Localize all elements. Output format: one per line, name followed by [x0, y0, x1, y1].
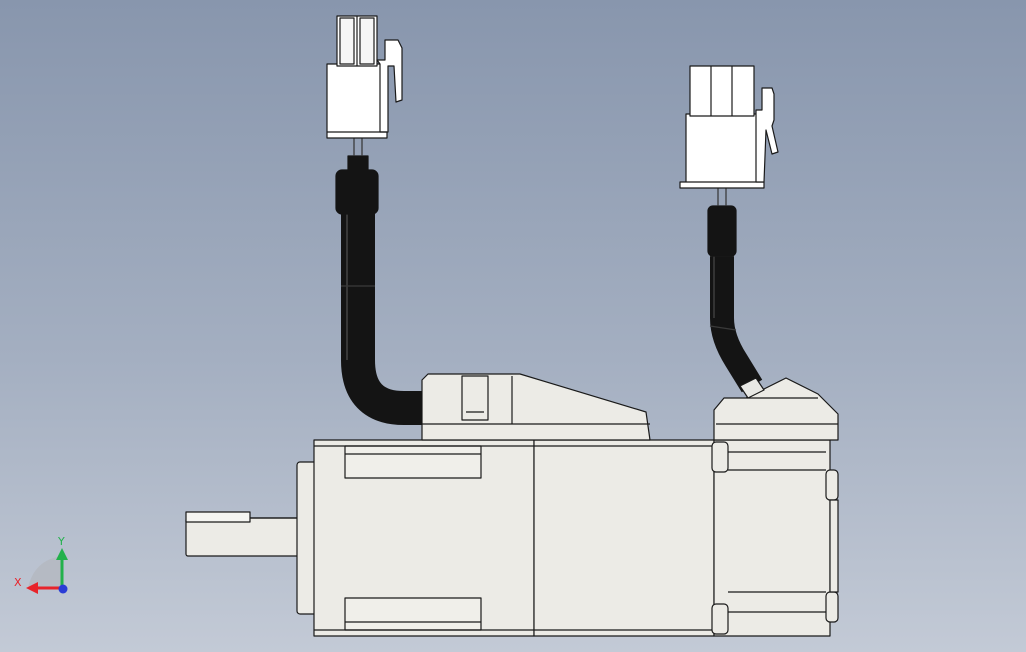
power-plug[interactable]: [326, 15, 403, 139]
motor-shaft[interactable]: [185, 511, 305, 557]
encoder-terminal-box[interactable]: [713, 377, 839, 441]
motor-body: [533, 439, 715, 637]
power-terminal-box[interactable]: [421, 373, 651, 441]
triad-plane: [28, 556, 62, 588]
encoder-plug[interactable]: [679, 65, 779, 189]
triad-x-label: X: [14, 576, 22, 589]
triad-y-arrow: [56, 548, 68, 560]
encoder-cable[interactable]: [707, 188, 765, 399]
triad-x-arrow: [26, 582, 38, 594]
axis-triad: Y X: [14, 535, 68, 594]
triad-y-label: Y: [57, 535, 65, 548]
front-flange: [296, 439, 535, 637]
rear-cap: [711, 439, 839, 637]
power-cable[interactable]: [335, 138, 422, 425]
triad-z-axis: [58, 584, 68, 594]
